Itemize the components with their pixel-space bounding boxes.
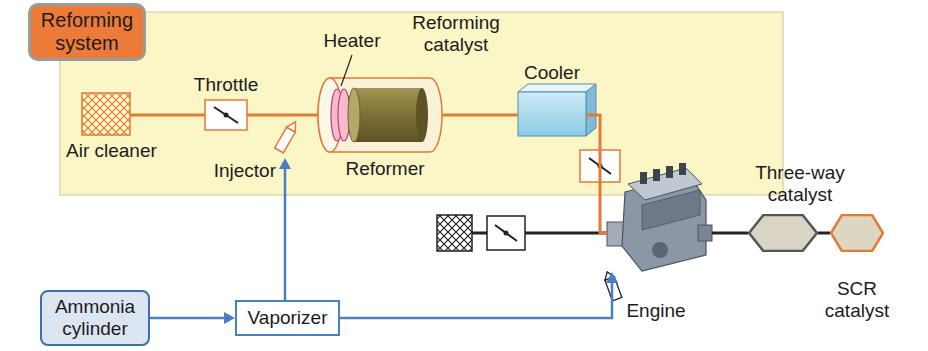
catalyst-hexagon: Three-way catalyst xyxy=(748,214,818,252)
connector-line xyxy=(284,169,287,300)
injector: Injector xyxy=(274,122,296,158)
connector xyxy=(818,233,830,234)
cooler: Cooler xyxy=(518,92,586,136)
panel-title: Reforming system xyxy=(28,3,146,61)
connector xyxy=(340,272,618,318)
reforming-panel: Reforming systemAir cleanerThrottleInjec… xyxy=(60,12,783,195)
panel-ground xyxy=(60,12,783,195)
box-label: Ammonia cylinder xyxy=(49,296,141,340)
air-cleaner: Air cleaner xyxy=(82,93,130,135)
arrow-head xyxy=(279,158,291,169)
cooler-drawing xyxy=(518,84,596,136)
hexagon-shape xyxy=(831,215,883,251)
arrow-head xyxy=(224,312,235,324)
connector-line xyxy=(150,317,224,320)
reformer-drawing xyxy=(318,55,442,152)
engine-drawing xyxy=(607,163,712,271)
connector xyxy=(712,233,748,234)
part-label: Reforming catalyst xyxy=(404,12,508,56)
part-label: Engine xyxy=(626,300,685,322)
connector xyxy=(150,312,235,324)
connector xyxy=(442,115,518,116)
connector xyxy=(279,158,291,300)
connector-line xyxy=(130,114,205,117)
injector-symbol xyxy=(275,119,300,153)
throttle-symbol xyxy=(487,216,525,250)
hexagon-outline xyxy=(830,214,884,252)
connector xyxy=(247,115,318,116)
throttle-symbol xyxy=(205,100,247,130)
connector-line xyxy=(247,114,318,117)
part-label: Air cleaner xyxy=(66,140,157,162)
connector-line xyxy=(442,114,518,117)
hexagon-shape xyxy=(749,215,817,251)
reformer: HeaterReforming catalystReformer xyxy=(318,78,442,152)
connector-line xyxy=(712,232,748,235)
part-label: Reformer xyxy=(345,158,424,180)
air-cleaner-symbol xyxy=(437,215,472,251)
box-label: Vaporizer xyxy=(248,307,328,329)
part-label: Injector xyxy=(214,160,276,182)
cylinder-box: Ammonia cylinder xyxy=(40,290,150,346)
throttle: Throttle xyxy=(205,100,247,130)
connector-line xyxy=(340,283,612,318)
process-box: Vaporizer xyxy=(235,300,340,336)
part-label: SCR catalyst xyxy=(814,278,900,322)
part-label: Three-way catalyst xyxy=(747,162,853,206)
connector xyxy=(130,115,205,116)
connector-line xyxy=(586,115,607,233)
air-cleaner-symbol xyxy=(82,93,130,135)
part-label: Throttle xyxy=(194,74,258,96)
connector xyxy=(586,115,607,233)
part-label: Cooler xyxy=(524,62,580,84)
connector-line xyxy=(818,232,830,235)
part-label: Heater xyxy=(323,30,380,52)
catalyst-hexagon: SCR catalyst xyxy=(830,214,884,252)
arrow-head xyxy=(606,272,618,283)
hexagon-outline xyxy=(748,214,818,252)
engine: Engine xyxy=(607,160,712,272)
